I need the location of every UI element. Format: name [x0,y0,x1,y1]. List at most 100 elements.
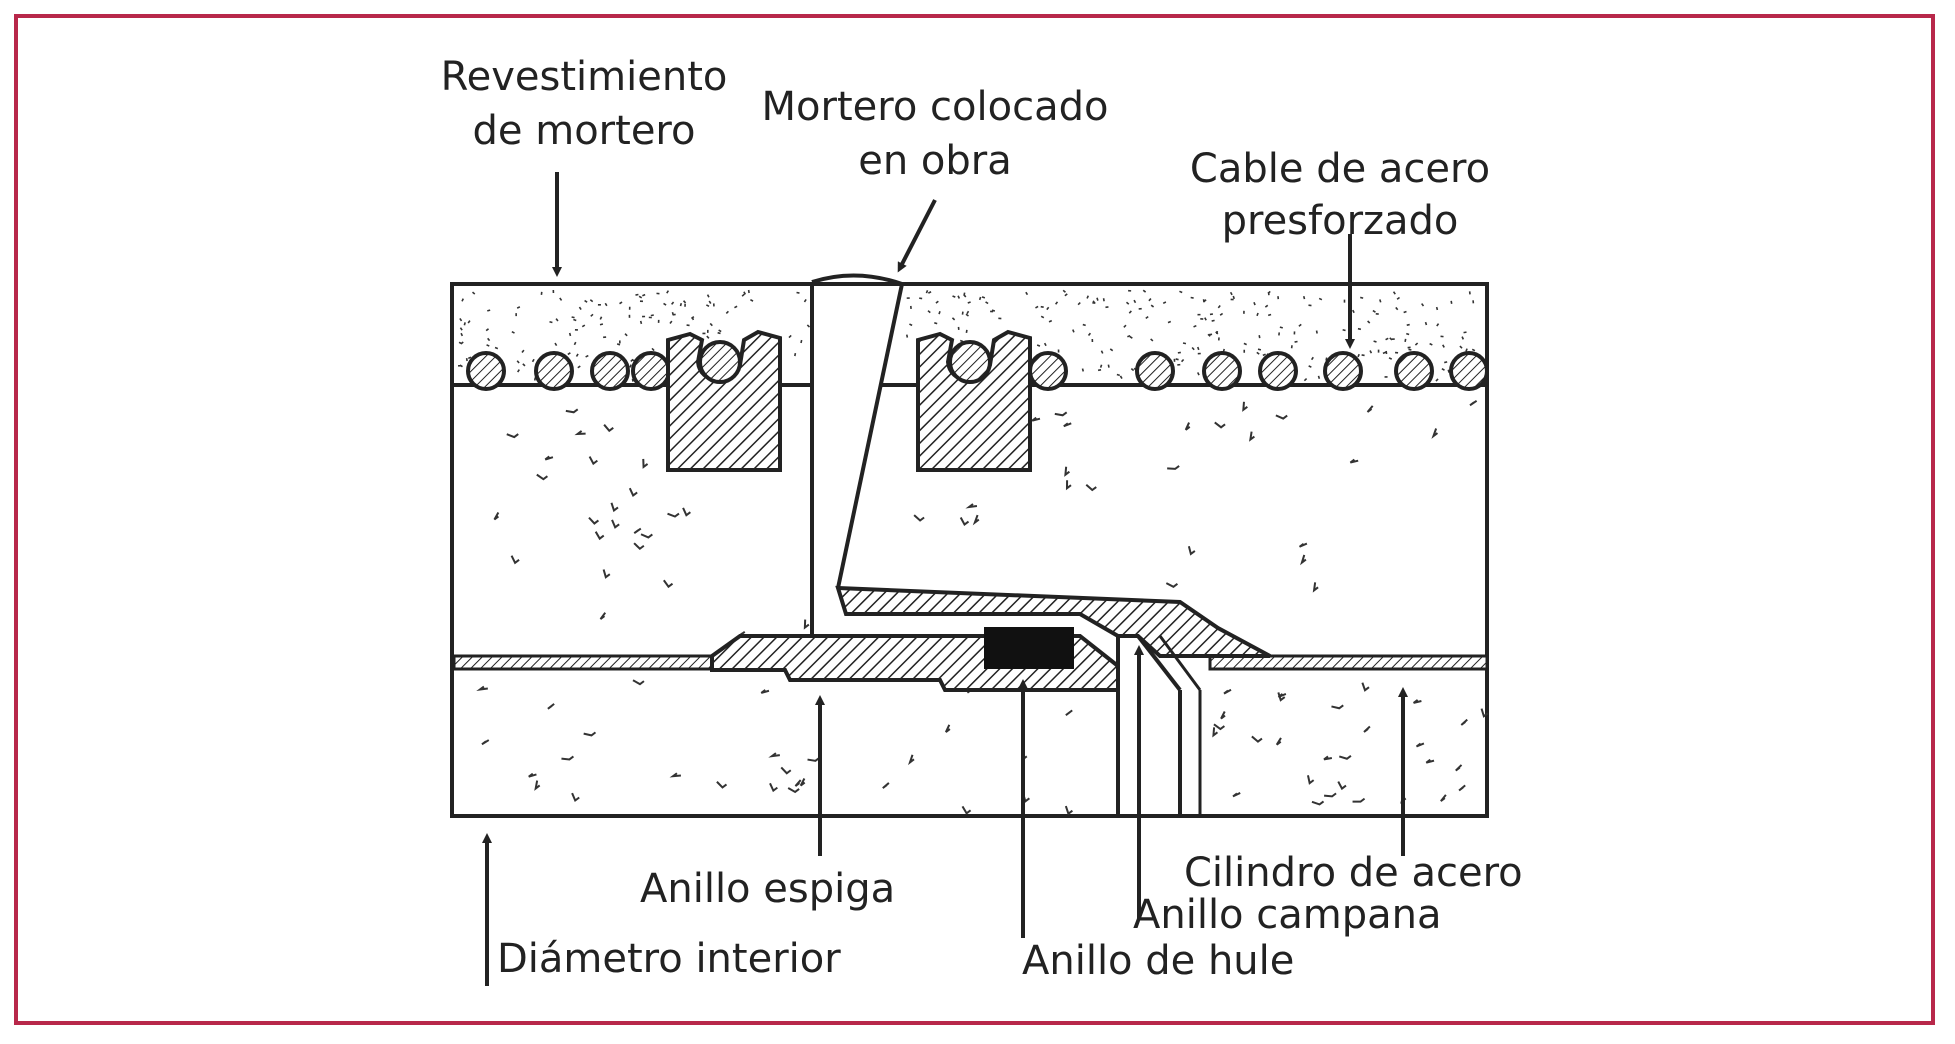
texture-speck [927,310,931,314]
texture-speck [925,290,929,294]
texture-speck [463,322,466,326]
texture-speck [750,298,754,302]
texture-speck [952,295,956,298]
texture-tick [640,533,653,539]
texture-speck [1096,297,1099,301]
texture-tick [1232,792,1241,798]
texture-tick [1458,784,1466,792]
texture-speck [1116,373,1120,377]
texture-tick [1440,794,1447,802]
texture-speck [1294,340,1298,343]
texture-speck [938,310,941,315]
texture-speck [1054,301,1059,305]
texture-speck [1461,336,1465,340]
texture-speck [1191,346,1195,351]
texture-speck [1193,324,1197,328]
texture-speck [589,299,594,303]
wire-cross-section [631,351,671,391]
texture-tick [882,782,890,789]
texture-speck [555,318,559,322]
texture-speck [1207,333,1211,337]
texture-speck [709,322,713,327]
texture-speck [1367,320,1371,324]
texture-speck [671,311,675,316]
texture-speck [1077,302,1081,306]
texture-tick [574,430,586,436]
texture-tick [628,487,638,498]
texture-speck [1396,296,1400,300]
texture-speck [800,339,803,344]
texture-speck [708,300,712,304]
label-mortero-colocado-line1: Mortero colocado [762,84,1109,130]
texture-speck [1262,353,1266,357]
wire-cross-section [1449,351,1489,391]
texture-speck [1204,317,1207,321]
texture-speck [471,291,476,295]
texture-speck [1099,364,1103,368]
texture-tick [1300,554,1307,566]
texture-speck [1471,348,1476,352]
texture-tick [908,754,915,766]
texture-speck [531,358,535,363]
texture-tick [571,792,580,803]
texture-speck [1196,372,1200,376]
texture-speck [1040,315,1045,319]
texture-tick [1460,718,1468,726]
wire-anchor-right [916,329,1032,472]
label-cilindro-acero: Cilindro de acero [1184,850,1523,896]
texture-tick [663,579,674,589]
texture-speck [1150,338,1154,342]
texture-speck [533,377,537,381]
texture-speck [1197,346,1200,351]
texture-speck [624,333,628,337]
texture-tick [510,555,520,565]
texture-speck [485,328,490,332]
texture-speck [1267,290,1271,294]
texture-speck [796,291,800,294]
texture-tick [1213,723,1225,731]
texture-speck [604,302,608,307]
texture-tick [803,619,810,630]
texture-speck [1264,304,1269,308]
rubber-gasket [984,627,1074,669]
texture-speck [584,299,588,303]
texture-tick [965,503,978,509]
texture-speck [1217,305,1221,309]
texture-speck [669,320,673,324]
texture-speck [706,304,710,308]
texture-speck [573,318,577,322]
wire-cross-section [1202,351,1242,391]
texture-speck [1048,319,1053,323]
texture-tick [633,542,645,551]
texture-speck [1175,358,1179,361]
texture-speck [568,332,572,337]
texture-tick [588,516,600,525]
texture-speck [1082,323,1086,327]
texture-speck [1465,348,1468,352]
texture-speck [516,360,520,364]
texture-speck [1145,315,1149,320]
texture-speck [1133,299,1137,304]
texture-speck [1372,309,1376,313]
texture-speck [629,364,632,368]
label-mortero-colocado-line2: en obra [858,138,1012,184]
texture-speck [1025,291,1029,296]
texture-speck [1107,364,1110,368]
texture-tick [794,779,802,787]
texture-speck [1357,327,1362,331]
texture-speck [1064,293,1068,297]
texture-speck [549,320,553,324]
texture-speck [1279,326,1283,329]
texture-speck [1352,309,1355,314]
texture-tick [610,502,619,513]
label-anillo-campana: Anillo campana [1133,892,1441,938]
texture-speck [967,301,971,304]
texture-tick [669,772,681,778]
texture-tick [1184,422,1191,431]
texture-speck [734,305,738,309]
texture-speck [1125,301,1130,305]
texture-speck [567,352,571,356]
texture-tick [481,739,490,746]
texture-tick [506,433,519,439]
texture-speck [1130,368,1135,372]
